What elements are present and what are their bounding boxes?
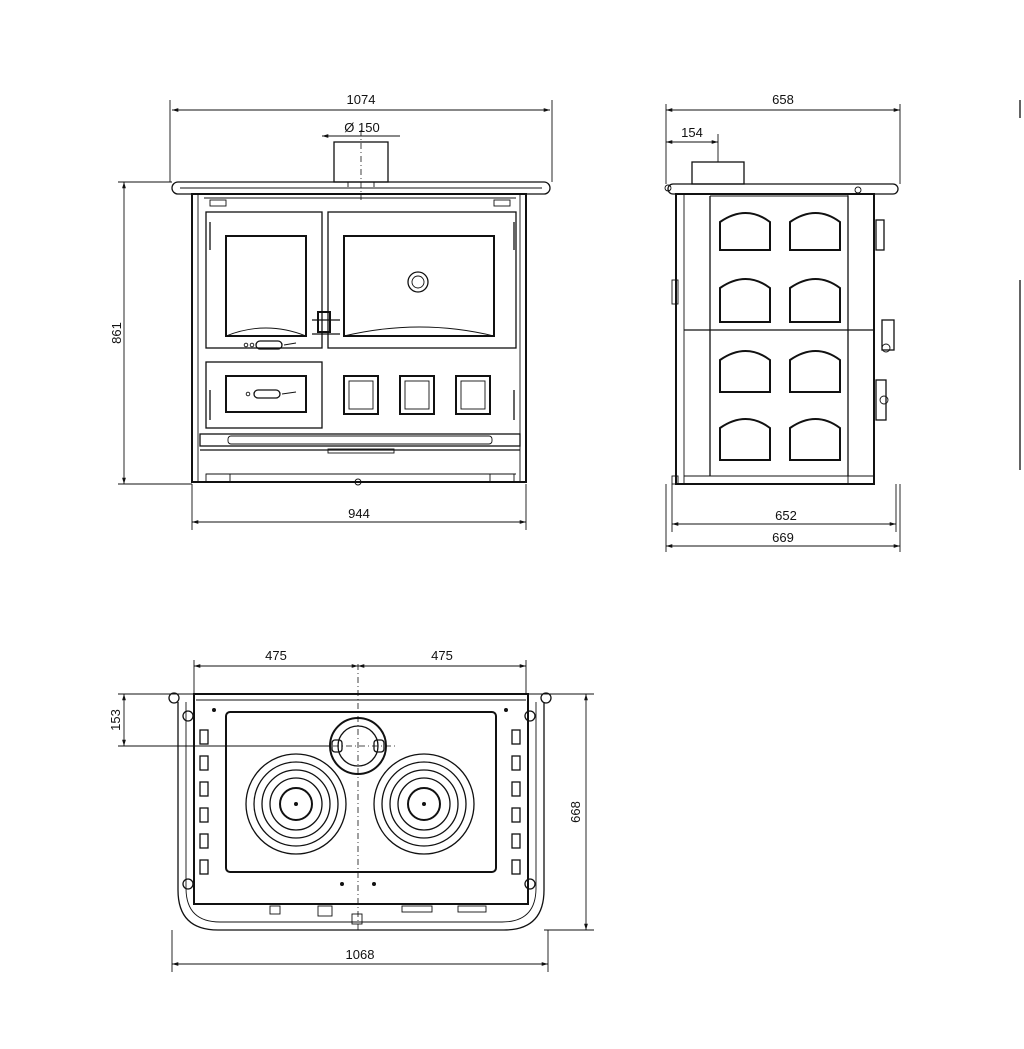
front-dimensions: 1074 Ø 150 861 944 <box>109 92 553 530</box>
side-dimensions: 658 154 652 669 <box>665 92 901 552</box>
front-view <box>171 130 551 486</box>
side-top-plate <box>667 183 899 195</box>
side-depth-body-label: 652 <box>775 508 797 523</box>
front-width-base-label: 944 <box>348 506 370 521</box>
side-view <box>664 161 899 485</box>
front-width-top-label: 1074 <box>347 92 376 107</box>
top-towel-rail <box>177 702 545 931</box>
top-hotplate-left <box>245 753 347 855</box>
front-height-label: 861 <box>109 322 124 344</box>
side-decor-tiles <box>719 212 841 461</box>
side-depth-top-label: 658 <box>772 92 794 107</box>
front-decor-tiles <box>343 375 491 415</box>
top-hotplate-right <box>373 753 475 855</box>
top-half-right-label: 475 <box>431 648 453 663</box>
side-flue-pipe <box>691 161 745 185</box>
front-body <box>191 193 527 483</box>
side-depth-total-label: 669 <box>772 530 794 545</box>
top-side-vents <box>199 729 521 875</box>
front-firebox-door <box>205 211 323 349</box>
oven-thermometer-icon <box>407 271 429 293</box>
top-view <box>168 664 552 931</box>
top-width-label: 1068 <box>346 947 375 962</box>
front-firebox-glass <box>225 235 307 337</box>
front-ash-drawer <box>205 361 323 429</box>
front-oven-door <box>327 211 517 349</box>
front-oven-glass <box>343 235 495 337</box>
side-flue-offset-label: 154 <box>681 125 703 140</box>
front-flue-diameter-label: Ø 150 <box>344 120 379 135</box>
side-body <box>675 193 875 485</box>
top-depth-label: 668 <box>568 801 583 823</box>
front-door-handle <box>317 311 331 333</box>
top-hob-plate <box>225 711 497 873</box>
top-flue-offset-label: 153 <box>108 709 123 731</box>
top-half-left-label: 475 <box>265 648 287 663</box>
top-dimensions: 475 475 153 668 1068 <box>108 648 594 972</box>
